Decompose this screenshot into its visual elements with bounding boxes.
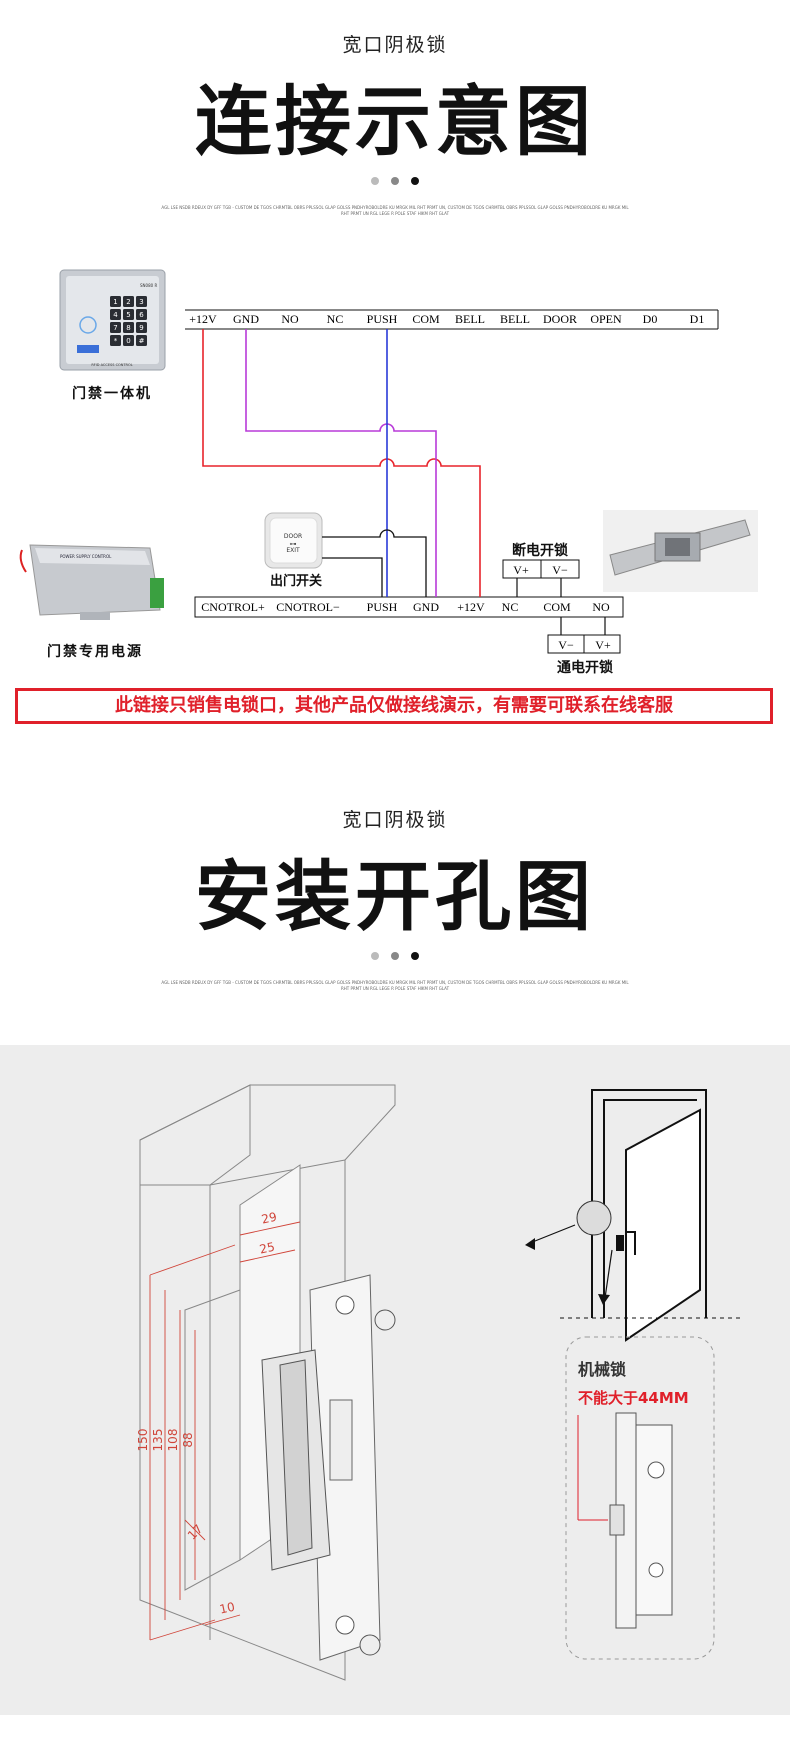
exit-button-device: DOOR EXIT ⊶ bbox=[264, 512, 323, 569]
top-terminal-7: BELL bbox=[500, 312, 530, 326]
exit-exit-text: EXIT bbox=[286, 547, 300, 554]
bottom-terminal-6: COM bbox=[543, 600, 571, 614]
nc-lock-pin-1: V+ bbox=[513, 563, 529, 577]
dot-1[interactable] bbox=[371, 177, 379, 185]
keypad-key-6 bbox=[110, 322, 121, 333]
keypad-key-3 bbox=[110, 309, 121, 320]
bottom-terminal-4: +12V bbox=[457, 600, 485, 614]
keypad-key-label-6: 7 bbox=[113, 324, 117, 332]
keypad-key-5 bbox=[136, 309, 147, 320]
reader-brand-text: SN080 R bbox=[140, 283, 157, 288]
bottom-terminal-3: GND bbox=[413, 600, 439, 614]
top-terminal-9: OPEN bbox=[590, 312, 622, 326]
keypad-key-11 bbox=[136, 335, 147, 346]
bottom-terminal-7: NO bbox=[592, 600, 610, 614]
carousel-dots bbox=[0, 170, 790, 189]
dimension-label-0: 29 bbox=[260, 1210, 278, 1227]
top-terminal-2: NO bbox=[281, 312, 299, 326]
section1-fine-print: AGL LSE NSDB RDEUX DY GFF TGB - CUSTOM D… bbox=[161, 205, 629, 216]
top-terminal-1: GND bbox=[233, 312, 259, 326]
dot-3[interactable] bbox=[411, 952, 419, 960]
keypad-key-label-0: 1 bbox=[113, 298, 117, 306]
keypad-key-0 bbox=[110, 296, 121, 307]
section2-title: 安装开孔图 bbox=[195, 852, 595, 941]
section2-fine-print: AGL LSE NSDB RDEUX DY GFF TGB - CUSTOM D… bbox=[161, 980, 629, 991]
keypad-key-4 bbox=[123, 309, 134, 320]
keypad-key-label-1: 2 bbox=[126, 298, 130, 306]
top-terminal-8: DOOR bbox=[543, 312, 577, 326]
keypad-key-label-7: 8 bbox=[126, 324, 130, 332]
keypad-key-label-8: 9 bbox=[139, 324, 143, 332]
keypad-key-7 bbox=[123, 322, 134, 333]
mech-lock-label: 机械锁 bbox=[578, 1360, 626, 1379]
dimension-label-2: 150 bbox=[136, 1429, 150, 1452]
warning-label: 不能大于44MM bbox=[578, 1389, 689, 1407]
svg-text:⊶: ⊶ bbox=[290, 540, 297, 548]
bottom-terminal-5: NC bbox=[502, 600, 519, 614]
door-illustration bbox=[525, 1089, 740, 1342]
dimension-label-7: 10 bbox=[218, 1600, 236, 1617]
power-supply-device: POWER SUPPLY CONTROL bbox=[19, 544, 164, 620]
dimension-label-5: 88 bbox=[181, 1432, 195, 1447]
keypad-key-label-10: 0 bbox=[126, 337, 130, 345]
keypad-key-label-2: 3 bbox=[139, 298, 143, 306]
section1-subtitle: 宽口阴极锁 bbox=[342, 34, 448, 56]
exit-switch-label: 出门开关 bbox=[270, 573, 322, 589]
keypad-key-label-3: 4 bbox=[113, 311, 118, 319]
keypad-key-label-4: 5 bbox=[126, 311, 130, 319]
notice-banner: 此链接只销售电锁口，其他产品仅做接线演示，有需要可联系在线客服 bbox=[15, 688, 773, 724]
section1-title: 连接示意图 bbox=[195, 77, 595, 166]
mech-lock-panel bbox=[565, 1336, 715, 1660]
dot-2[interactable] bbox=[391, 177, 399, 185]
bottom-terminal-0: CNOTROL+ bbox=[201, 600, 265, 614]
keypad-key-10 bbox=[123, 335, 134, 346]
top-terminal-3: NC bbox=[327, 312, 344, 326]
top-terminal-6: BELL bbox=[455, 312, 485, 326]
wires bbox=[202, 329, 606, 637]
top-terminal-5: COM bbox=[412, 312, 440, 326]
dimension-lines bbox=[149, 1221, 301, 1641]
reader-label: 门禁一体机 bbox=[72, 385, 152, 402]
dot-3[interactable] bbox=[411, 177, 419, 185]
dimension-label-4: 108 bbox=[166, 1429, 180, 1452]
strike-lock-photo bbox=[603, 510, 758, 592]
top-terminal-4: PUSH bbox=[367, 312, 398, 326]
dot-1[interactable] bbox=[371, 952, 379, 960]
no-lock-pin-2: V+ bbox=[595, 638, 611, 652]
keypad-key-9 bbox=[110, 335, 121, 346]
bottom-terminal-1: CNOTROL− bbox=[276, 600, 340, 614]
top-terminal-10: D0 bbox=[643, 312, 658, 326]
section2-subtitle: 宽口阴极锁 bbox=[342, 809, 448, 831]
no-lock-label: 通电开锁 bbox=[557, 659, 613, 675]
keypad-key-2 bbox=[136, 296, 147, 307]
keypad-key-1 bbox=[123, 296, 134, 307]
strike-plate bbox=[261, 1274, 396, 1661]
keypad-key-label-9: * bbox=[114, 337, 118, 345]
keypad-key-label-11: # bbox=[139, 337, 145, 345]
dimension-label-1: 25 bbox=[258, 1240, 276, 1257]
top-terminal-11: D1 bbox=[690, 312, 705, 326]
reader-caption: RFID ACCESS CONTROL bbox=[91, 363, 132, 367]
power-label: 门禁专用电源 bbox=[47, 643, 143, 660]
exit-door-text: DOOR bbox=[284, 533, 302, 540]
bottom-terminal-strip: CNOTROL+ CNOTROL− PUSH GND +12V NC COM NO bbox=[201, 600, 610, 614]
dimension-label-6: 17 bbox=[185, 1522, 206, 1543]
dot-2[interactable] bbox=[391, 952, 399, 960]
power-caption: POWER SUPPLY CONTROL bbox=[60, 554, 112, 559]
mortise-lock bbox=[577, 1412, 673, 1629]
no-lock-pin-1: V− bbox=[558, 638, 574, 652]
carousel-dots-2 bbox=[0, 945, 790, 964]
nc-lock-pin-2: V− bbox=[552, 563, 568, 577]
top-terminal-strip: +12V GND NO NC PUSH COM BELL BELL DOOR OPEN D0 D1 bbox=[189, 312, 704, 326]
top-terminal-0: +12V bbox=[189, 312, 217, 326]
bottom-terminal-2: PUSH bbox=[367, 600, 398, 614]
keypad-key-label-5: 6 bbox=[139, 311, 144, 319]
nc-lock-label: 断电开锁 bbox=[512, 542, 568, 559]
keypad-key-8 bbox=[136, 322, 147, 333]
dimension-label-3: 135 bbox=[151, 1429, 165, 1452]
